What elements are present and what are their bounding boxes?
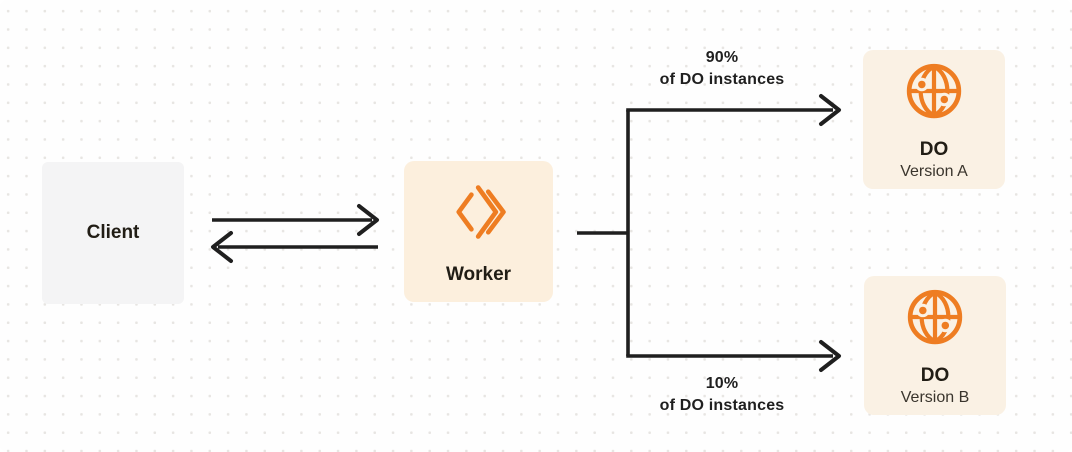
do-a-title: DO: [919, 139, 949, 160]
arrow-worker-to-client: [211, 231, 378, 263]
edge-label-10-percent: 10% of DO instances: [622, 373, 822, 417]
globe-icon: [905, 287, 965, 347]
edge-label-90-percent-value: 90%: [705, 49, 739, 66]
arrow-to-do-version-a: [626, 94, 841, 126]
worker-label: Worker: [445, 264, 512, 285]
do-a-subtitle: Version A: [900, 163, 968, 180]
edge-label-90-percent-caption: of DO instances: [659, 71, 785, 88]
edge-label-10-percent-caption: of DO instances: [659, 397, 785, 414]
do-b-title: DO: [920, 365, 950, 386]
edge-label-90-percent: 90% of DO instances: [622, 47, 822, 91]
arrow-to-do-version-b: [626, 340, 841, 372]
worker-node: Worker: [404, 161, 553, 302]
branch-line: [577, 110, 630, 356]
client-node: Client: [42, 162, 184, 304]
client-label: Client: [86, 222, 140, 243]
globe-icon: [904, 61, 964, 121]
arrow-client-to-worker: [212, 204, 379, 236]
do-b-subtitle: Version B: [900, 389, 970, 406]
do-version-b-node: DO Version B: [864, 276, 1006, 415]
workers-chevrons-icon: [452, 184, 506, 240]
do-version-a-node: DO Version A: [863, 50, 1005, 189]
edge-label-10-percent-value: 10%: [705, 375, 739, 392]
